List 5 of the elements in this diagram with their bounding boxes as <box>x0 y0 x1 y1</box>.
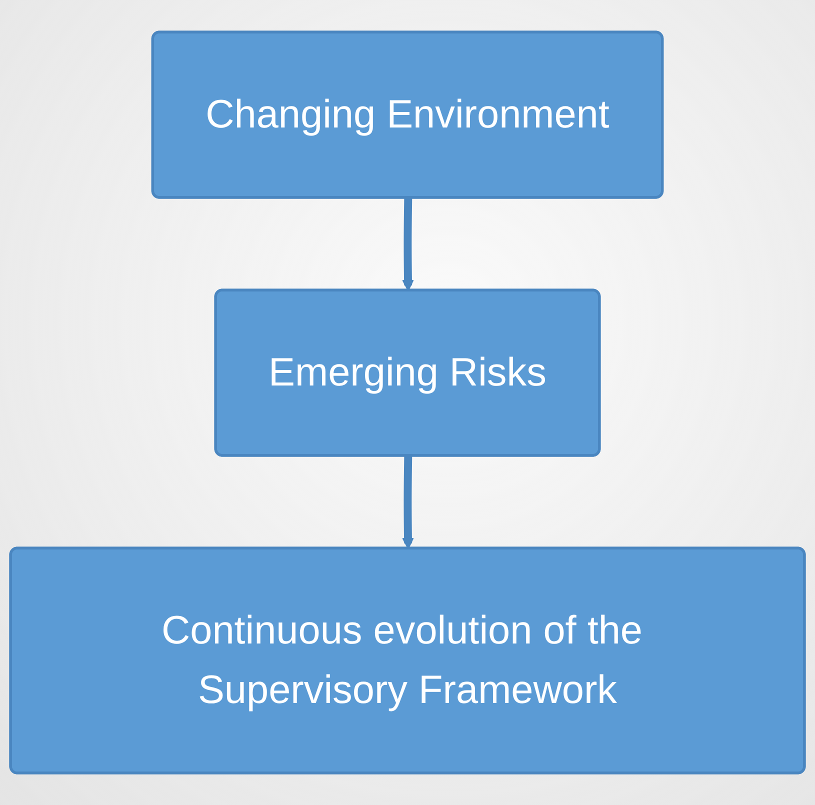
process-box: Continuous evolution of the Supervisory Framework <box>9 546 806 774</box>
process-box: Changing Environment <box>151 30 664 199</box>
process-box: Emerging Risks <box>214 288 601 457</box>
arrow <box>402 456 414 550</box>
arrow <box>402 198 414 292</box>
